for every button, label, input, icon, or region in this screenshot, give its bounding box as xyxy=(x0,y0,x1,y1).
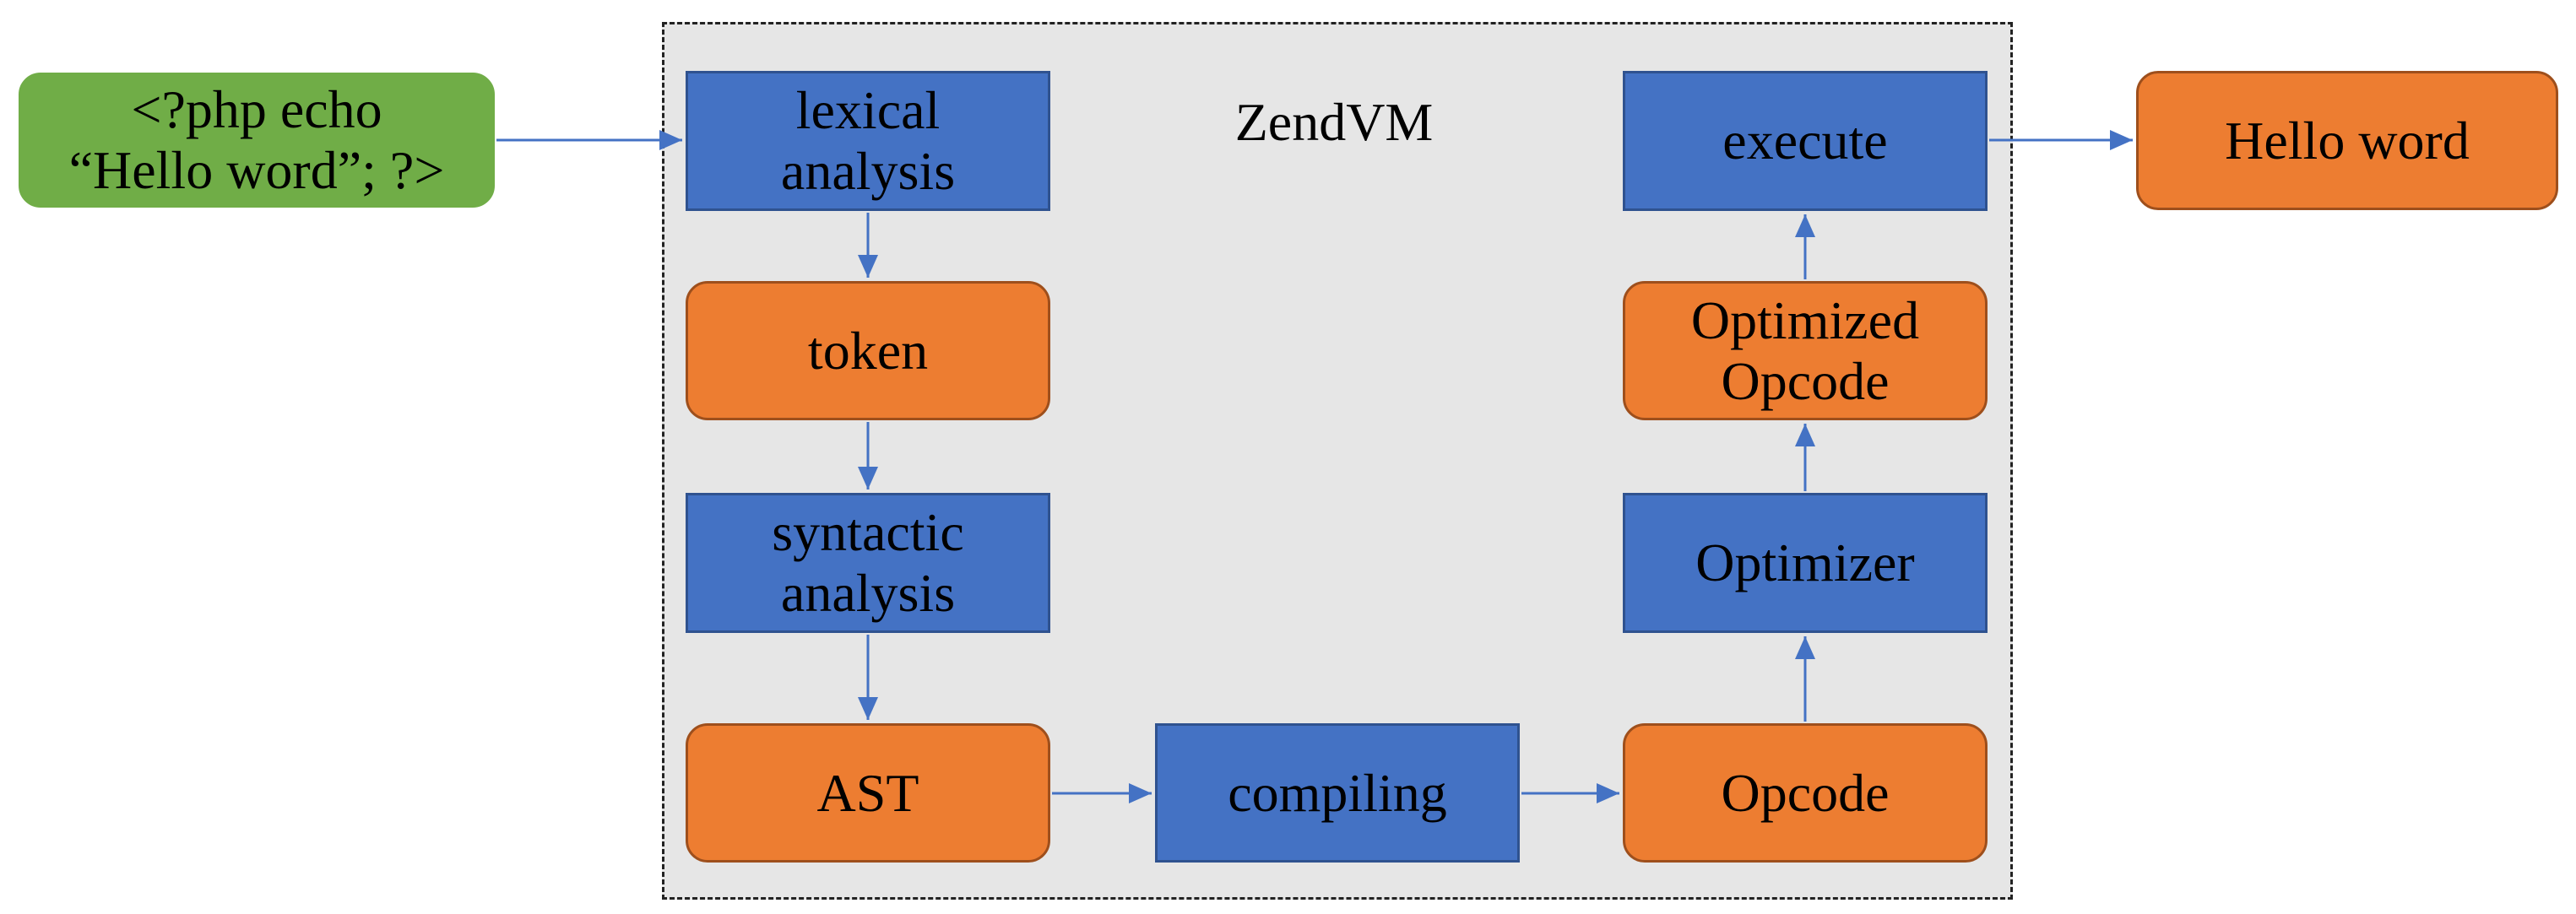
optimizer-node: Optimizer xyxy=(1623,493,1988,633)
ast-node: AST xyxy=(686,723,1050,863)
compiling-node: compiling xyxy=(1155,723,1520,863)
opcode-node: Opcode xyxy=(1623,723,1988,863)
token-node: token xyxy=(686,281,1050,420)
optimized-opcode-node: Optimized Opcode xyxy=(1623,281,1988,420)
syntactic-analysis-node: syntactic analysis xyxy=(686,493,1050,633)
hello-word-output-node: Hello word xyxy=(2136,71,2558,210)
execute-node: execute xyxy=(1623,71,1988,211)
php-source-node: <?php echo “Hello word”; ?> xyxy=(19,73,495,208)
lexical-analysis-node: lexical analysis xyxy=(686,71,1050,211)
zendvm-label: ZendVM xyxy=(1234,92,1434,152)
